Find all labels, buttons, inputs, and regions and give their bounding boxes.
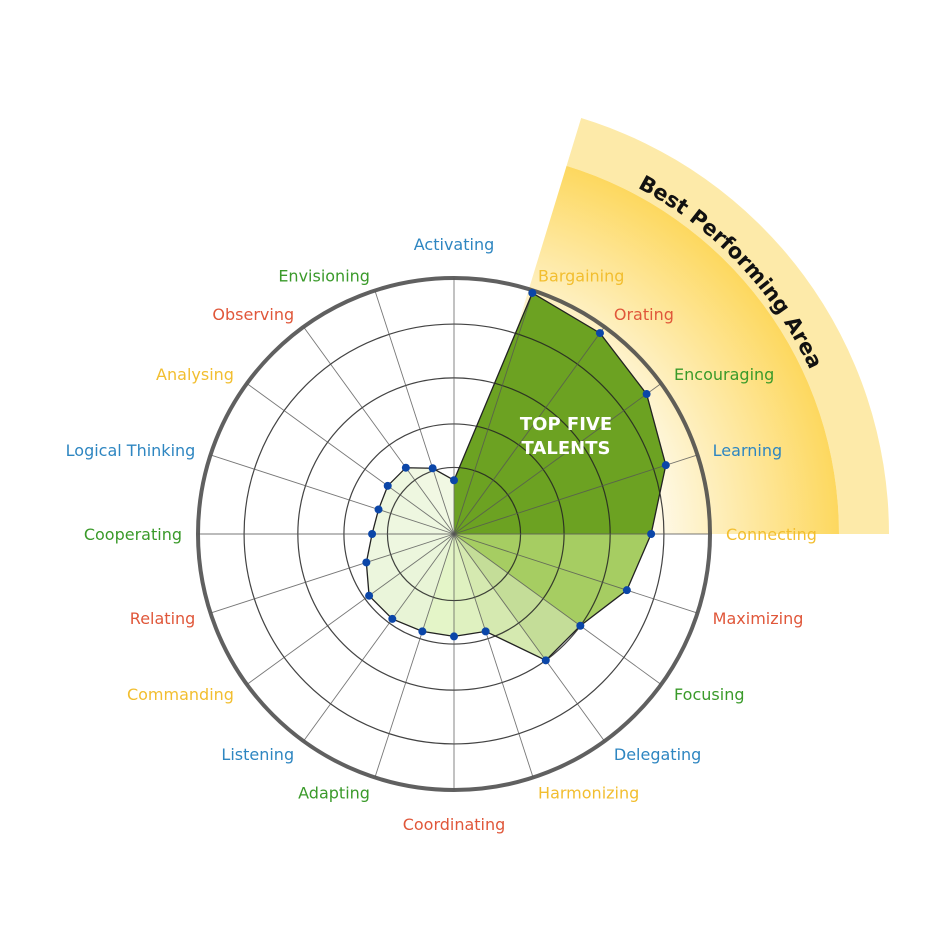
label-envisioning: Envisioning [278, 266, 370, 285]
spoke [453, 383, 662, 535]
label-bargaining: Bargaining [538, 266, 624, 285]
label-harmonizing: Harmonizing [538, 784, 639, 803]
category-labels: ActivatingBargainingOratingEncouragingLe… [66, 235, 817, 834]
spoke [303, 533, 455, 742]
label-logical-thinking: Logical Thinking [66, 441, 196, 460]
data-point-listening [388, 614, 397, 623]
label-listening: Listening [221, 745, 294, 764]
label-delegating: Delegating [614, 745, 701, 764]
data-point-connecting [647, 530, 656, 538]
data-point-learning [661, 461, 670, 470]
data-point-analysing [383, 481, 392, 490]
label-maximizing: Maximizing [713, 609, 804, 628]
data-point-delegating [541, 656, 550, 665]
data-point-logical-thinking [374, 505, 383, 514]
best-area-outer-band [566, 118, 889, 534]
spoke [453, 533, 605, 742]
label-activating: Activating [414, 235, 494, 254]
spoke [453, 290, 534, 535]
label-connecting: Connecting [726, 525, 817, 544]
spoke [210, 533, 455, 614]
label-learning: Learning [713, 441, 782, 460]
label-focusing: Focusing [674, 685, 744, 704]
spoke [210, 454, 455, 535]
spoke [303, 326, 455, 535]
data-point-orating [595, 329, 604, 338]
data-point-harmonizing [481, 627, 490, 636]
spoke [453, 533, 698, 614]
data-point-relating [362, 558, 371, 567]
spoke [453, 533, 534, 778]
data-point-bargaining [528, 288, 537, 297]
data-point-envisioning [428, 464, 437, 473]
spoke [374, 533, 455, 778]
data-point-observing [401, 463, 410, 472]
data-point-coordinating [450, 632, 458, 641]
spoke [246, 533, 455, 685]
data-point-adapting [418, 627, 427, 636]
data-point-encouraging [642, 390, 651, 399]
label-encouraging: Encouraging [674, 365, 774, 384]
label-observing: Observing [212, 305, 294, 324]
top-five-label-line2: TALENTS [522, 438, 611, 459]
spoke [374, 290, 455, 535]
spoke [453, 326, 605, 535]
data-point-maximizing [622, 586, 631, 595]
data-point-commanding [365, 591, 374, 600]
label-cooperating: Cooperating [84, 525, 182, 544]
data-point-focusing [576, 621, 585, 630]
data-point-activating [450, 476, 458, 485]
label-adapting: Adapting [298, 784, 370, 803]
label-orating: Orating [614, 305, 674, 324]
grid [196, 276, 712, 792]
label-coordinating: Coordinating [403, 815, 506, 834]
data-points [362, 288, 670, 665]
spoke [246, 383, 455, 535]
label-commanding: Commanding [127, 685, 234, 704]
spoke [453, 533, 662, 685]
label-relating: Relating [130, 609, 196, 628]
spoke [453, 454, 698, 535]
label-analysing: Analysing [156, 365, 234, 384]
top-five-label-line1: TOP FIVE [520, 414, 612, 435]
data-point-cooperating [368, 530, 377, 538]
